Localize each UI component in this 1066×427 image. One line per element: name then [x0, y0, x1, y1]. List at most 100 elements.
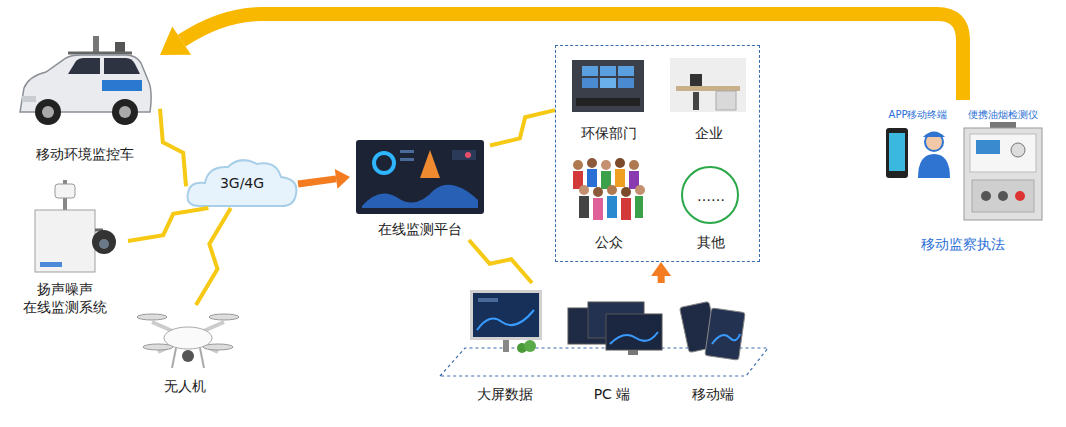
display-terminals-pictures-part [712, 334, 740, 344]
flow-arrow [651, 262, 671, 283]
car-picture-part [102, 80, 142, 91]
car-picture-part [68, 52, 132, 55]
drone-picture-part [182, 350, 194, 362]
noise-monitor: 扬声噪声 在线监测系统 [2, 178, 128, 318]
display-terminals-pictures-part [606, 314, 662, 350]
wireless-link [128, 208, 208, 241]
enforcement-pictures-part [923, 132, 945, 138]
audience-frame-pictures-part [582, 78, 598, 88]
node-label: 企业 [695, 124, 723, 142]
car-picture-part [42, 106, 54, 118]
mobile-enforcement: 移动监察执法 APP移动终端便携油烟检测仪 [878, 100, 1048, 255]
audience-frame-pictures-part-part [587, 169, 597, 187]
noise-monitor-picture [35, 180, 116, 272]
audience-frame-pictures-part [676, 86, 740, 91]
car-picture-part [22, 96, 36, 102]
big-screen: 大屏数据 [455, 285, 555, 405]
dashboard-picture-part [465, 152, 471, 158]
audience-frame-pictures-part-part [615, 158, 625, 168]
node-label: 公众 [595, 233, 623, 251]
audience-frame-pictures-part [573, 158, 645, 220]
car-picture-part [35, 99, 61, 125]
audience-frame-pictures-part [600, 66, 616, 76]
mobile-terminal: 移动端 [668, 285, 758, 405]
enforcement-pictures-part [976, 140, 1000, 154]
wireless-bolt [160, 109, 186, 187]
display-terminals-pictures-part [524, 340, 536, 352]
audience-frame-pictures-part [670, 58, 746, 112]
wireless-link [160, 109, 186, 187]
node-label: 大屏数据 [477, 385, 533, 403]
node-label: 3G/4G [220, 174, 264, 192]
arrow-head [651, 262, 671, 276]
node-label: PC 端 [594, 385, 631, 403]
display-terminals-pictures-part [628, 350, 638, 355]
enforcement-pictures [886, 122, 1042, 220]
enforcement-pictures-part [1015, 191, 1025, 201]
flow-arrow [160, 14, 963, 100]
audience-frame-pictures [572, 58, 746, 223]
dashboard-picture-part [374, 153, 394, 173]
audience-frame-pictures-part-part [601, 160, 611, 170]
audience-frame-pictures-part-part [579, 185, 589, 195]
node-label: 移动监察执法 [921, 235, 1005, 253]
display-terminals-pictures-part [610, 332, 658, 344]
dashboard-picture-part [362, 185, 478, 208]
audience-frame-pictures-part [693, 92, 699, 110]
enforcement-pictures-part [970, 134, 1036, 172]
display-terminals-pictures-part [705, 308, 745, 360]
network-cloud-part [188, 160, 297, 206]
dashboard-picture-part [400, 150, 414, 153]
display-terminals-pictures-part [470, 290, 542, 340]
dashboard-picture-part [420, 150, 440, 178]
drone-picture-part [200, 348, 204, 368]
audience-frame-pictures-part [600, 78, 616, 88]
flow-arrow [298, 169, 350, 189]
dashboard-picture-part [452, 150, 476, 160]
drone: 无人机 [130, 305, 240, 397]
wireless-link [490, 110, 555, 145]
audience-frame-pictures-part [690, 74, 702, 86]
node-label: 其他 [697, 233, 725, 251]
audience-frame-pictures-part-part [579, 196, 589, 218]
audience-frame-pictures-part-part [607, 185, 617, 195]
wireless-bolt [490, 110, 555, 145]
drone-picture-part [164, 327, 212, 349]
audience-frame-pictures-part [682, 167, 738, 223]
node-label: 便携油烟检测仪 [968, 108, 1038, 121]
drone-picture-part [209, 314, 239, 320]
node-label: 移动端 [692, 385, 734, 403]
wireless-bolt [469, 240, 532, 283]
node-label: 在线监测平台 [378, 220, 462, 238]
dashboard-picture-part [356, 140, 484, 214]
audience-frame-pictures-part [576, 98, 640, 106]
arrow-head [335, 169, 350, 189]
display-terminals-pictures-part [477, 310, 534, 330]
display-terminals-pictures [440, 290, 768, 376]
app-terminal: APP移动终端 [880, 108, 956, 203]
audience-frame-pictures-part [618, 78, 634, 88]
car-picture-part [112, 99, 138, 125]
monitor-vehicle: 移动环境监控车 [10, 40, 160, 165]
audience-frame-pictures-part [582, 66, 598, 76]
other-circle: …… 其他 [669, 161, 753, 253]
audience-frame-pictures-part [572, 60, 644, 112]
node-label: …… [697, 187, 725, 205]
audience-frame-pictures-part-part [635, 196, 643, 218]
audience-frame-pictures-part-part [573, 160, 583, 170]
audience-frame-pictures-part [716, 91, 736, 110]
car-picture-part [119, 106, 131, 118]
pc-terminal: PC 端 [562, 285, 662, 405]
audience-frame-pictures-part-part [593, 198, 603, 220]
audience-frame-pictures-part [618, 66, 634, 76]
display-terminals-pictures-part [503, 340, 509, 352]
noise-monitor-picture-part [92, 230, 116, 254]
fume-detector: 便携油烟检测仪 [960, 108, 1046, 223]
node-label: 移动环境监控车 [36, 145, 134, 163]
agency: 环保部门 [566, 56, 651, 144]
audience-frame-pictures-part-part [621, 187, 631, 197]
arrow-head [160, 26, 191, 55]
enforcement-pictures-part [990, 122, 1016, 128]
noise-monitor-picture-part [99, 239, 109, 249]
